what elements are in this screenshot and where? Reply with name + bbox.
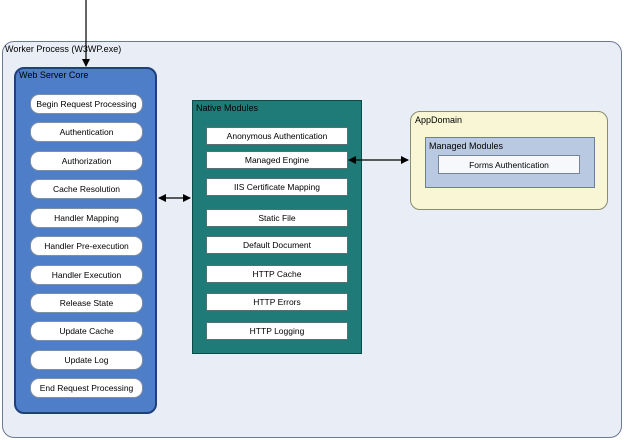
stage-handler-mapping: Handler Mapping <box>30 208 143 228</box>
stage-end-request-processing: End Request Processing <box>30 378 143 398</box>
module-default-document: Default Document <box>206 236 348 254</box>
web-server-core-title: Web Server Core <box>19 70 89 80</box>
native-modules-title: Native Modules <box>196 103 259 113</box>
stage-handler-execution: Handler Execution <box>30 265 143 285</box>
module-iis-certificate-mapping: IIS Certificate Mapping <box>206 178 348 196</box>
stage-authorization: Authorization <box>30 151 143 171</box>
worker-process-title: Worker Process (W3WP.exe) <box>5 44 122 54</box>
app-domain-title: AppDomain <box>415 115 463 125</box>
stage-update-log: Update Log <box>30 350 143 370</box>
module-managed-engine: Managed Engine <box>206 151 348 169</box>
stage-handler-pre-execution: Handler Pre-execution <box>30 236 143 256</box>
stage-authentication: Authentication <box>30 122 143 142</box>
module-http-cache: HTTP Cache <box>206 265 348 283</box>
stage-begin-request-processing: Begin Request Processing <box>30 94 143 114</box>
module-http-logging: HTTP Logging <box>206 322 348 340</box>
module-anonymous-authentication: Anonymous Authentication <box>206 127 348 145</box>
module-forms-authentication: Forms Authentication <box>438 155 580 174</box>
stage-release-state: Release State <box>30 293 143 313</box>
module-http-errors: HTTP Errors <box>206 293 348 311</box>
stage-cache-resolution: Cache Resolution <box>30 179 143 199</box>
stage-update-cache: Update Cache <box>30 321 143 341</box>
module-static-file: Static File <box>206 209 348 227</box>
managed-modules-title: Managed Modules <box>429 141 504 151</box>
